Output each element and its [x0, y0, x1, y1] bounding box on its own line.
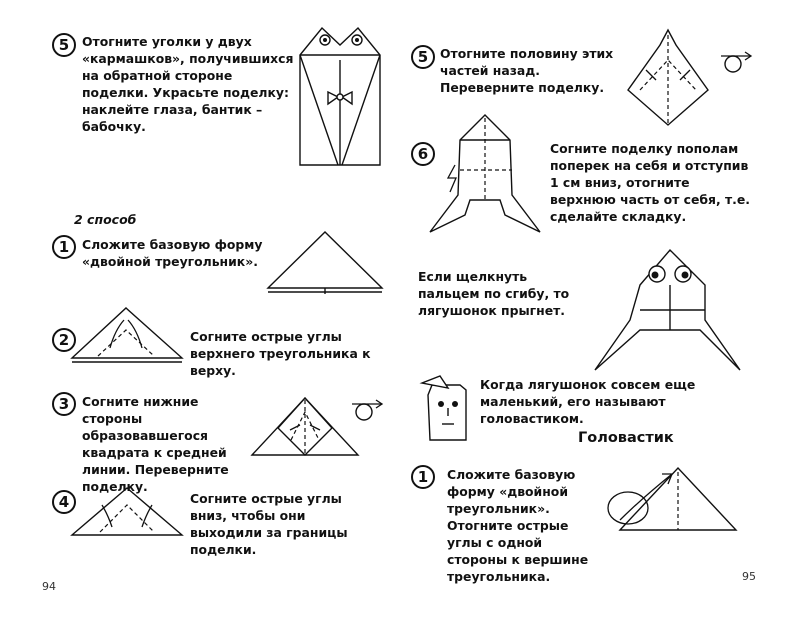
jump-note: Если щелкнуть пальцем по сгибу, то лягуш…	[418, 269, 570, 318]
section-heading: Головастик	[578, 430, 674, 446]
step-text: Согните острые углы верхнего треугольник…	[190, 329, 371, 378]
fold-halves-back-figure	[627, 28, 753, 126]
tadpole-face-figure	[419, 375, 467, 441]
step-number: 4	[52, 490, 76, 514]
section-label: 2 способ	[74, 212, 137, 227]
finished-frog-figure	[594, 248, 741, 371]
step-number: 6	[411, 142, 435, 166]
fold-corners-down-figure	[70, 487, 184, 536]
page-number: 94	[42, 580, 56, 593]
fold-in-half-figure	[429, 114, 541, 233]
tadpole-fold-figure	[607, 466, 738, 531]
tadpole-note: Когда лягушонок совсем еще маленький, ег…	[480, 377, 696, 426]
step-text: Отогните уголки у двух «кармашков», полу…	[82, 34, 294, 134]
step-text: Согните острые углы вниз, чтобы они выхо…	[190, 491, 348, 557]
step-text: Сложите базовую форму «двойной треугольн…	[82, 237, 263, 269]
step-number: 5	[411, 45, 435, 69]
frog-front-figure	[299, 26, 381, 166]
double-triangle-figure	[266, 231, 384, 294]
step-number: 5	[52, 33, 76, 57]
step-number: 1	[52, 235, 76, 259]
step-text: Согните поделку пополам поперек на себя …	[550, 141, 750, 224]
step-text: Отогните половину этих частей назад. Пер…	[440, 46, 614, 95]
fold-sides-figure	[250, 396, 384, 456]
step-text: Сложите базовую форму «двойной треугольн…	[447, 467, 589, 584]
page-number: 95	[742, 570, 756, 583]
fold-corners-up-figure	[70, 307, 184, 363]
step-number: 2	[52, 328, 76, 352]
step-text: Согните нижние стороны образовавшегося к…	[82, 394, 229, 494]
step-number: 1	[411, 465, 435, 489]
step-number: 3	[52, 392, 76, 416]
